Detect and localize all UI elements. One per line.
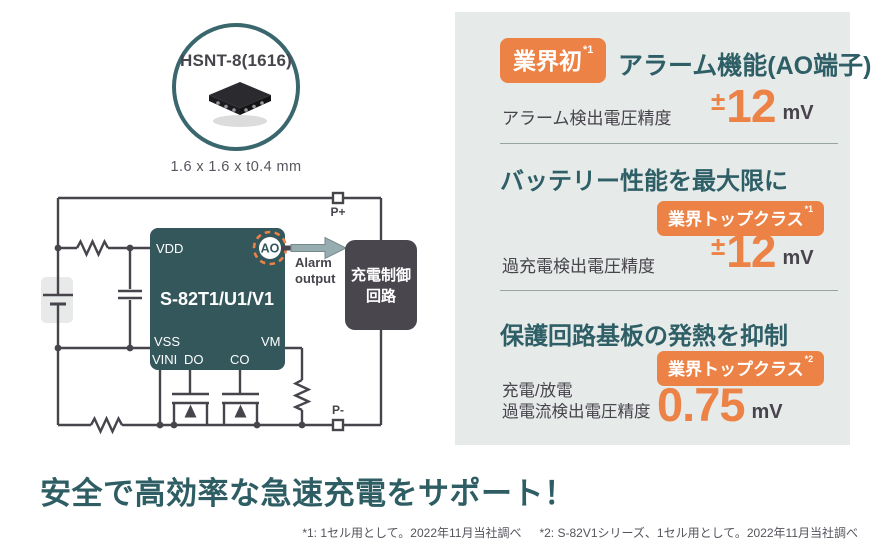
ao-pin	[259, 237, 281, 259]
overcharge-accuracy-value: ± 12 mV	[711, 225, 814, 277]
overcharge-value-unit: mV	[782, 247, 814, 270]
pin-label-vdd: VDD	[156, 241, 183, 256]
footnote-2: *2: S-82V1シリーズ、1セル用として。2022年11月当社調べ	[539, 526, 858, 540]
overcharge-value-sign: ±	[711, 231, 726, 261]
feature-panel: 業界初*1 アラーム機能(AO端子) アラーム検出電圧精度 ± 12 mV バッ…	[455, 12, 871, 445]
terminal-label-p-plus: P+	[330, 205, 345, 219]
alarm-output-label-1: Alarm	[295, 255, 332, 270]
overcharge-accuracy-label: 過充電検出電圧精度	[502, 257, 655, 276]
ic-part-number: S-82T1/U1/V1	[160, 289, 274, 309]
panel-divider-1	[500, 143, 838, 144]
overcurrent-value-unit: mV	[751, 401, 783, 424]
package-circle: HSNT-8(1616)	[172, 23, 300, 151]
pin-label-vss: VSS	[154, 334, 180, 349]
resistor-vm-icon	[292, 378, 312, 412]
alarm-value-number: 12	[726, 80, 776, 132]
overcurrent-feature-title: 保護回路基板の発熱を抑制	[500, 323, 788, 350]
charge-control-label-2: 回路	[366, 287, 397, 305]
panel-divider-2	[500, 290, 838, 291]
overcurrent-label-line1: 充電/放電	[502, 382, 573, 400]
terminal-p-minus	[331, 418, 345, 432]
terminal-p-plus	[331, 191, 345, 205]
industry-first-badge-text: 業界初	[513, 48, 582, 74]
top-class-badge-2-text: 業界トップクラス	[668, 360, 804, 379]
top-class-badge-2: 業界トップクラス*2	[657, 351, 825, 386]
overcharge-feature-title: バッテリー性能を最大限に	[500, 168, 788, 195]
charge-control-box	[345, 240, 417, 330]
overcurrent-accuracy-label: 充電/放電 過電流検出電圧精度	[502, 381, 651, 423]
pin-label-co: CO	[230, 352, 250, 367]
pin-label-do: DO	[184, 352, 204, 367]
top-class-badge-2-note: *2	[804, 354, 814, 365]
alarm-value-unit: mV	[782, 102, 814, 125]
junction-dots	[54, 244, 306, 429]
overcurrent-accuracy-value: 0.75 mV	[657, 378, 783, 431]
overcurrent-value-number: 0.75	[657, 378, 745, 431]
footnotes: *1: 1セル用として。2022年11月当社調べ *2: S-82V1シリーズ、…	[302, 524, 858, 541]
alarm-accuracy-label: アラーム検出電圧精度	[502, 109, 672, 128]
headline: 安全で高効率な急速充電をサポート！	[40, 476, 576, 511]
chip-package-icon	[209, 82, 271, 127]
overcurrent-label-line2: 過電流検出電圧精度	[502, 403, 651, 421]
top-class-badge-1-note: *1	[804, 204, 814, 215]
circuit-diagram: VDD S-82T1/U1/V1 VSS VINI DO CO VM AO Al…	[41, 191, 417, 435]
overcharge-value-number: 12	[726, 225, 776, 277]
alarm-feature-title: アラーム機能(AO端子)	[618, 52, 872, 80]
alarm-arrow-icon	[290, 236, 348, 260]
alarm-output-label-2: output	[295, 271, 336, 286]
mosfet-discharge-icon	[172, 392, 209, 425]
pin-label-vm: VM	[261, 334, 281, 349]
resistor-vdd-icon	[75, 238, 110, 258]
top-class-badge-1: 業界トップクラス*1	[657, 201, 825, 236]
capacitor-icon	[118, 248, 142, 348]
alarm-accuracy-value: ± 12 mV	[711, 80, 814, 132]
battery-icon	[41, 277, 73, 323]
package-dimensions: 1.6 x 1.6 x t0.4 mm	[170, 159, 302, 175]
pin-label-ao: AO	[261, 242, 280, 256]
industry-first-badge: 業界初*1	[500, 38, 607, 83]
alarm-value-sign: ±	[711, 86, 726, 116]
pin-label-vini: VINI	[152, 352, 177, 367]
footnote-1: *1: 1セル用として。2022年11月当社調べ	[302, 526, 522, 540]
industry-first-badge-note: *1	[583, 44, 594, 57]
package-name: HSNT-8(1616)	[180, 51, 292, 70]
mosfet-charge-icon	[222, 392, 259, 425]
terminal-label-p-minus: P-	[332, 403, 344, 417]
top-class-badge-1-text: 業界トップクラス	[668, 210, 804, 229]
ic-block	[150, 228, 285, 370]
charge-control-label-1: 充電制御	[351, 266, 411, 284]
resistor-vini-icon	[89, 415, 124, 435]
